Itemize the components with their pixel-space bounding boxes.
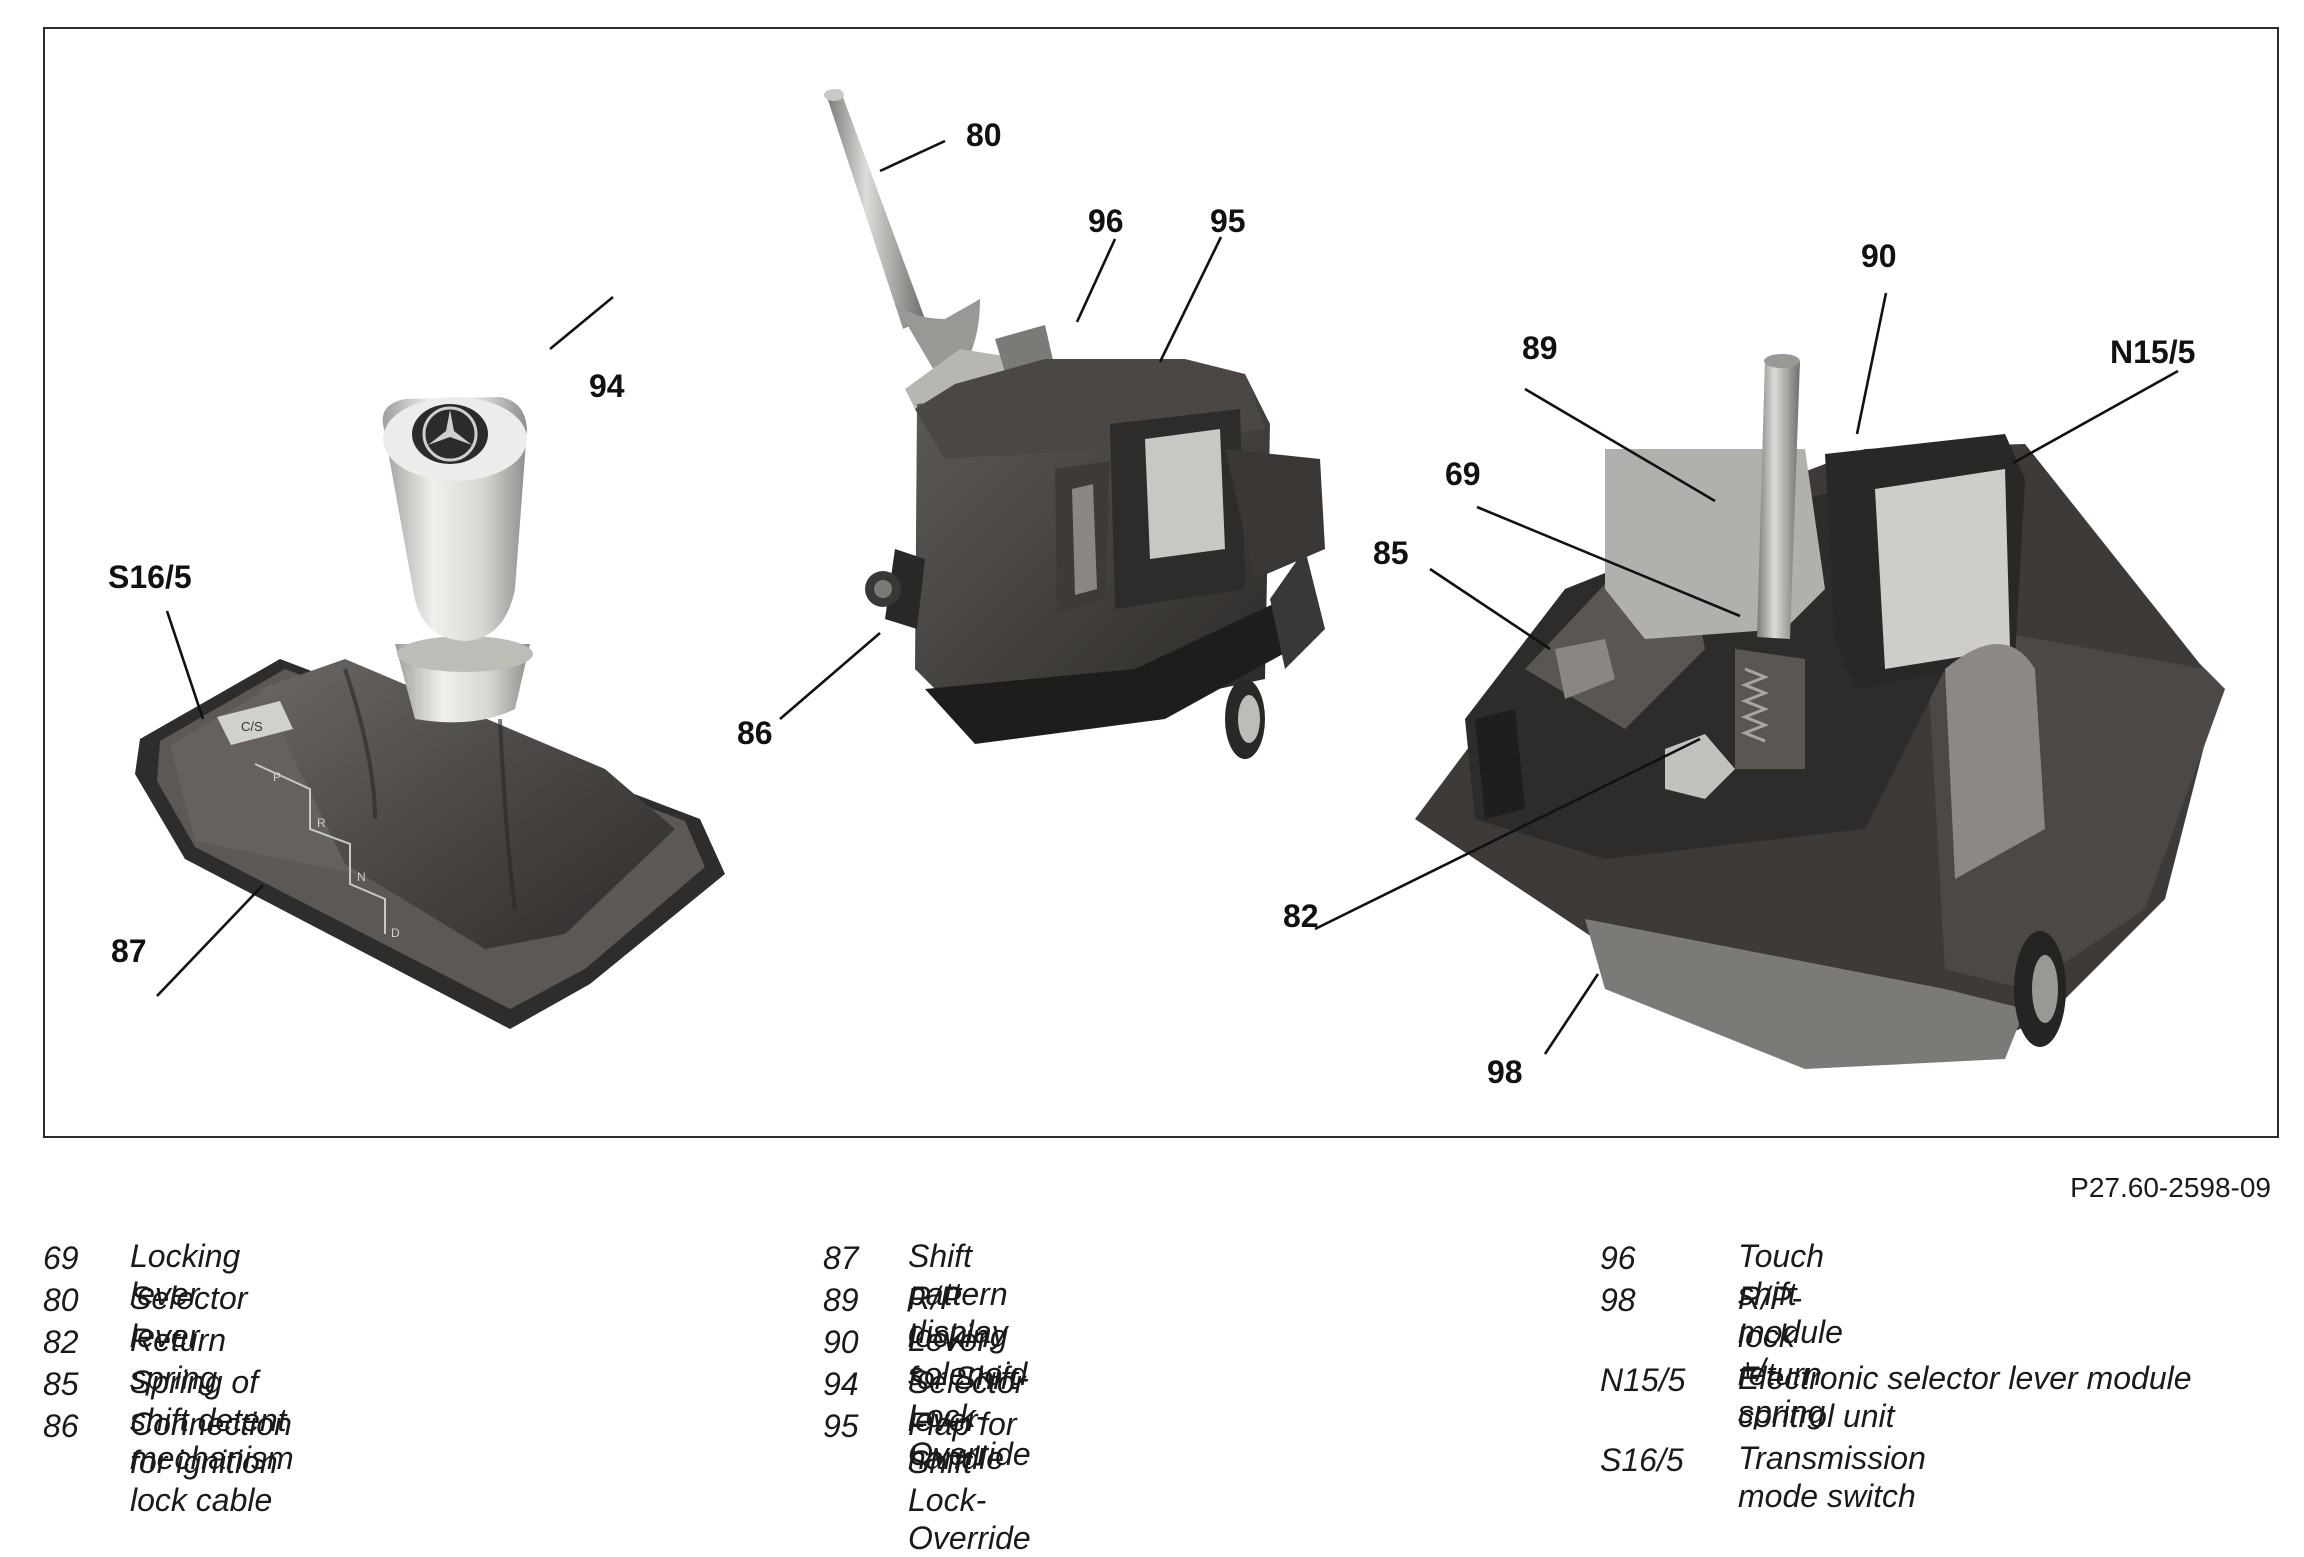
legend-text: Touch shift module +/- xyxy=(1738,1238,1843,1388)
legend-code: 90 xyxy=(823,1324,859,1360)
legend-text: Selector lever xyxy=(130,1280,248,1354)
transmission-mode-switch xyxy=(217,701,293,745)
selector-lever-assembly: C/S P R N D xyxy=(135,397,725,1029)
legend-text: R/P locking solenoid xyxy=(908,1280,1028,1392)
callout-95: 95 xyxy=(1210,203,1246,239)
legend-code: N15/5 xyxy=(1600,1362,1686,1398)
legend-code: 89 xyxy=(823,1282,859,1318)
figure-reference: P27.60-2598-09 xyxy=(2070,1172,2271,1203)
callout-87: 87 xyxy=(111,933,147,969)
legend-text: Connection for ignition lock cable xyxy=(130,1406,292,1518)
legend-code: 69 xyxy=(43,1240,79,1276)
shift-mechanism-unit xyxy=(824,89,1325,759)
legend-code: 85 xyxy=(43,1366,79,1402)
legend-code: 94 xyxy=(823,1366,859,1402)
callout-85: 85 xyxy=(1373,535,1409,571)
callout-94: 94 xyxy=(589,368,625,404)
legend-text: Return spring xyxy=(130,1322,227,1396)
legend-code: 80 xyxy=(43,1282,79,1318)
legend-text: Electronic selector lever module control… xyxy=(1738,1360,2192,1434)
legend-text: Transmission mode switch xyxy=(1738,1440,1926,1514)
legend-text: Selector lever handle xyxy=(908,1364,1026,1476)
callout-69: 69 xyxy=(1445,456,1481,492)
callout-n15-5: N15/5 xyxy=(2110,334,2195,370)
callout-80: 80 xyxy=(966,117,1002,153)
legend-code: 96 xyxy=(1600,1240,1636,1276)
legend-text: Spring of shift detent mechanism xyxy=(130,1364,294,1476)
exploded-diagram: C/S P R N D xyxy=(108,89,2225,1090)
legend-text: Shift pattern display xyxy=(908,1238,1008,1350)
legend-code: 87 xyxy=(823,1240,859,1276)
legend-code: S16/5 xyxy=(1600,1442,1684,1478)
gate-r: R xyxy=(317,816,326,830)
callout-89: 89 xyxy=(1522,330,1558,366)
callout-82: 82 xyxy=(1283,898,1319,934)
callout-86: 86 xyxy=(737,715,773,751)
legend-text: Flap for Shift-Lock-Override xyxy=(908,1406,1031,1556)
legend-code: 86 xyxy=(43,1408,79,1444)
legend-text: R/P-lock return spring xyxy=(1738,1280,1826,1430)
gate-d: D xyxy=(391,926,400,940)
callouts: 80 96 95 94 S16/5 87 86 90 89 N15/5 69 8… xyxy=(108,117,2195,1090)
legend-text: Lever for Shift-Lock-Override xyxy=(908,1322,1031,1472)
gate-p: P xyxy=(273,770,281,784)
legend-code: 95 xyxy=(823,1408,859,1444)
callout-s16-5: S16/5 xyxy=(108,559,192,595)
figure-frame: C/S P R N D xyxy=(43,27,2279,1138)
switch-label: C/S xyxy=(241,719,263,734)
callout-90: 90 xyxy=(1861,238,1897,274)
callout-96: 96 xyxy=(1088,203,1124,239)
legend-text: Locking lever xyxy=(130,1238,241,1312)
legend-code: 82 xyxy=(43,1324,79,1360)
legend-code: 98 xyxy=(1600,1282,1636,1318)
gate-n: N xyxy=(357,870,366,884)
leader-lines xyxy=(156,139,2179,1055)
shift-pattern-display: P R N D xyxy=(254,763,400,940)
callout-98: 98 xyxy=(1487,1054,1523,1090)
opened-mechanism-unit xyxy=(1415,354,2225,1069)
